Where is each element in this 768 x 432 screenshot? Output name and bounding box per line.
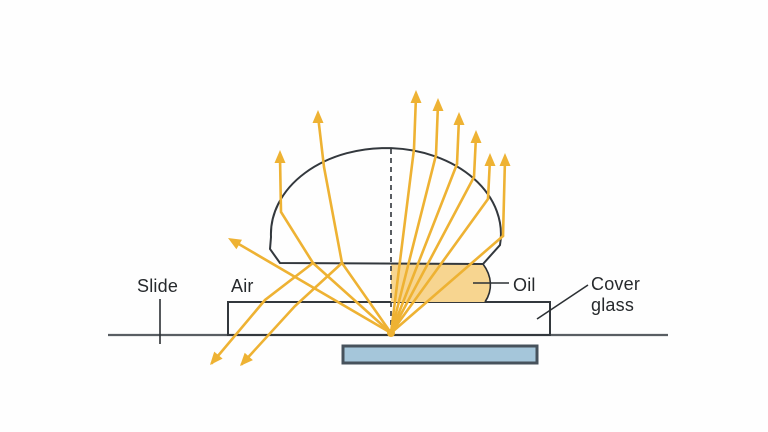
- light-ray: [455, 116, 461, 166]
- arrowhead-icon: [432, 98, 444, 111]
- light-ray: [316, 114, 393, 335]
- oil-label: Oil: [513, 275, 536, 295]
- light-ray: [389, 153, 438, 335]
- arrowhead-icon: [210, 351, 223, 365]
- light-ray: [412, 94, 418, 151]
- light-ray: [389, 234, 505, 335]
- light-ray: [210, 261, 315, 365]
- light-ray: [434, 102, 440, 157]
- light-ray: [389, 147, 416, 335]
- objective-lens: [268, 147, 502, 266]
- light-ray: [389, 162, 459, 335]
- light-ray: [501, 157, 507, 238]
- light-ray: [389, 197, 490, 335]
- light-ray: [240, 261, 344, 366]
- arrowhead-icon: [410, 90, 422, 103]
- arrowhead-icon: [274, 150, 286, 163]
- air-label: Air: [231, 276, 254, 296]
- arrowhead-icon: [453, 112, 465, 125]
- light-rays: [210, 94, 507, 366]
- focal-point: [387, 329, 395, 337]
- oil-region: [391, 264, 491, 302]
- slide-label: Slide: [137, 276, 178, 296]
- light-ray: [278, 155, 393, 335]
- cover-glass-label-line2: glass: [591, 295, 634, 315]
- arrowhead-icon: [470, 130, 482, 143]
- specimen-slab: [341, 344, 539, 365]
- arrowhead-icon: [312, 110, 324, 123]
- cover-glass-label-line1: Cover: [591, 274, 640, 294]
- arrowhead-icon: [499, 153, 511, 166]
- arrowhead-icon: [484, 153, 496, 166]
- arrowhead-icon: [240, 352, 253, 366]
- ray-arrowheads: [210, 90, 511, 366]
- arrowhead-icon: [228, 238, 242, 250]
- light-ray: [389, 175, 476, 335]
- cover-glass-pointer-line: [536, 284, 589, 320]
